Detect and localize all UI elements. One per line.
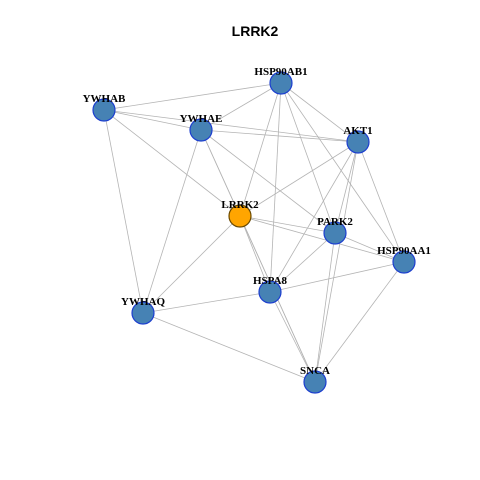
node-circle-akt1[interactable] <box>346 130 370 154</box>
node-hsp90ab1[interactable]: HSP90AB1 <box>254 66 308 95</box>
edges-layer <box>103 82 405 383</box>
edge-lrrk2-hsp90aa1 <box>239 215 405 263</box>
edge-ywhaq-snca <box>142 312 316 383</box>
edge-ywhab-ywhaq <box>103 109 144 314</box>
edge-ywhab-akt1 <box>103 109 359 143</box>
node-circle-hsp90aa1[interactable] <box>392 250 416 274</box>
node-lrrk2[interactable]: LRRK2 <box>221 199 259 228</box>
node-circle-lrrk2[interactable] <box>228 204 252 228</box>
node-circle-ywhaq[interactable] <box>131 301 155 325</box>
node-akt1[interactable]: AKT1 <box>343 125 373 154</box>
node-label-snca: SNCA <box>300 365 330 377</box>
node-ywhae[interactable]: YWHAE <box>180 113 223 142</box>
edge-hspa8-ywhaq <box>142 291 271 314</box>
node-circle-snca[interactable] <box>303 370 327 394</box>
node-snca[interactable]: SNCA <box>300 365 330 394</box>
node-park2[interactable]: PARK2 <box>317 216 353 245</box>
edge-ywhab-ywhae <box>103 109 202 131</box>
edge-hsp90aa1-hspa8 <box>269 261 405 293</box>
edge-ywhab-hsp90ab1 <box>103 82 282 111</box>
node-circle-hspa8[interactable] <box>258 280 282 304</box>
edge-akt1-park2 <box>334 141 359 234</box>
node-label-ywhae: YWHAE <box>180 113 223 125</box>
node-ywhaq[interactable]: YWHAQ <box>121 296 165 325</box>
node-ywhab[interactable]: YWHAB <box>83 93 126 122</box>
edge-hsp90ab1-lrrk2 <box>239 82 282 217</box>
edge-hsp90aa1-snca <box>314 261 405 383</box>
graph-title: LRRK2 <box>232 23 279 39</box>
node-circle-hsp90ab1[interactable] <box>269 71 293 95</box>
edge-akt1-hsp90aa1 <box>357 141 405 263</box>
edge-park2-snca <box>314 232 336 383</box>
node-label-hspa8: HSPA8 <box>253 275 288 287</box>
node-circle-park2[interactable] <box>323 221 347 245</box>
node-circle-ywhab[interactable] <box>92 98 116 122</box>
edge-ywhab-lrrk2 <box>103 109 241 217</box>
edge-akt1-hspa8 <box>269 141 359 293</box>
edge-hsp90ab1-hsp90aa1 <box>280 82 405 263</box>
edge-hsp90ab1-ywhae <box>200 82 282 131</box>
edge-park2-hsp90aa1 <box>334 232 405 263</box>
node-hsp90aa1[interactable]: HSP90AA1 <box>377 245 431 274</box>
edge-lrrk2-hspa8 <box>239 215 271 293</box>
edge-akt1-snca <box>314 141 359 383</box>
edge-akt1-lrrk2 <box>239 141 359 217</box>
edge-park2-hspa8 <box>269 232 336 293</box>
edge-hspa8-snca <box>269 291 316 383</box>
edge-ywhae-akt1 <box>200 129 359 143</box>
node-circle-ywhae[interactable] <box>189 118 213 142</box>
edge-ywhae-park2 <box>200 129 336 234</box>
edge-ywhae-ywhaq <box>142 129 202 314</box>
node-label-hsp90aa1: HSP90AA1 <box>377 245 431 257</box>
node-label-park2: PARK2 <box>317 216 353 228</box>
node-label-ywhab: YWHAB <box>83 93 126 105</box>
edge-hsp90ab1-akt1 <box>280 82 359 143</box>
node-label-hsp90ab1: HSP90AB1 <box>254 66 307 78</box>
node-hspa8[interactable]: HSPA8 <box>253 275 288 304</box>
edge-lrrk2-ywhaq <box>142 215 241 314</box>
node-label-akt1: AKT1 <box>343 125 372 137</box>
edge-lrrk2-park2 <box>239 215 336 234</box>
edge-hsp90ab1-park2 <box>280 82 336 234</box>
node-label-ywhaq: YWHAQ <box>121 296 165 308</box>
node-label-lrrk2: LRRK2 <box>221 199 259 211</box>
